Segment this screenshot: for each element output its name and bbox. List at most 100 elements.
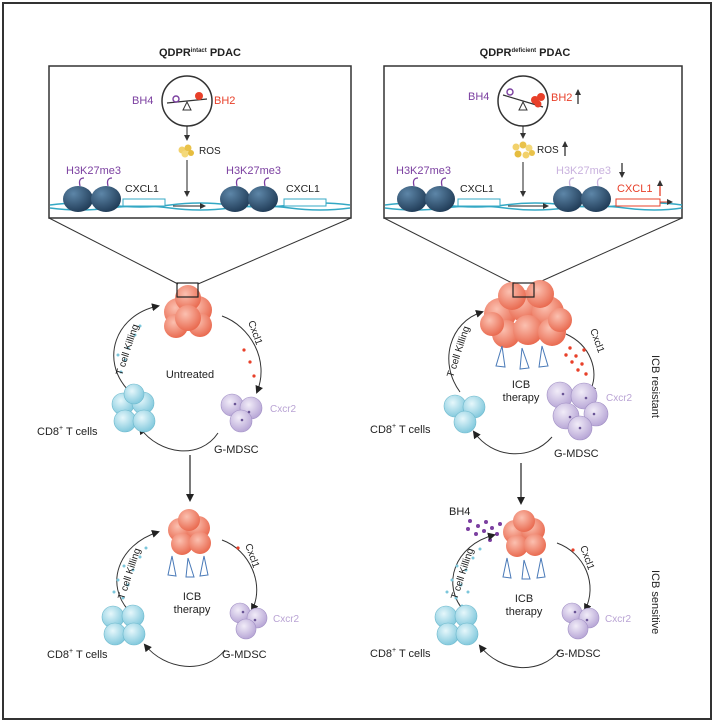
left-bottom-cxcl1-dot xyxy=(236,546,240,550)
right-bottom-side-label: ICB sensitive xyxy=(649,570,661,634)
right-nucleosome-1 xyxy=(397,186,427,212)
right-bottom-therapy-label: therapy xyxy=(506,606,543,618)
left-methyl-tail-1 xyxy=(78,177,85,187)
left-mark-label-1: H3K27me3 xyxy=(66,165,121,177)
right-top-antibodies xyxy=(495,345,549,370)
left-top-arrow-killing xyxy=(113,303,160,391)
left-nucleosome-2 xyxy=(91,186,121,212)
left-top-arrow-cxcl1 xyxy=(221,315,263,394)
right-top-mdsc-cells xyxy=(546,381,609,441)
right-top-icb-label: ICB xyxy=(512,379,530,391)
left-top-tumor xyxy=(164,285,212,338)
left-top-cxcr2-label: Cxcr2 xyxy=(270,404,297,415)
right-zoom-line-left xyxy=(383,217,515,285)
right-top-side-label: ICB resistant xyxy=(649,355,661,418)
left-bottom-cd8-label: CD8+ T cells xyxy=(47,648,108,661)
right-top-cd8-cells xyxy=(443,394,486,434)
left-bh4-label: BH4 xyxy=(132,95,153,107)
left-bottom-antibodies xyxy=(167,555,209,578)
left-nucleosome-1 xyxy=(63,186,93,212)
right-bottom-mdsc-label: G-MDSC xyxy=(556,648,601,660)
right-methyl-tail-3 xyxy=(568,177,575,187)
left-gene-box-1 xyxy=(122,198,166,207)
right-mark-label-1: H3K27me3 xyxy=(396,165,451,177)
right-gene-box-2 xyxy=(615,198,661,207)
left-zoom-focus-box xyxy=(176,282,199,298)
right-zoom-focus-box xyxy=(512,282,535,298)
left-methyl-tail-2 xyxy=(106,177,113,187)
right-methyl-tail-1 xyxy=(412,177,419,187)
right-top-mdsc-label: G-MDSC xyxy=(554,448,599,460)
right-bottom-arrow-killing xyxy=(452,532,496,613)
right-bh4-label: BH4 xyxy=(468,91,489,103)
left-balance-fulcrum xyxy=(182,100,192,111)
left-bottom-cd8-cells xyxy=(101,604,146,646)
left-nucleosome-3 xyxy=(220,186,250,212)
right-bottom-tumor xyxy=(503,510,546,557)
left-bottom-therapy-label: therapy xyxy=(174,604,211,616)
left-top-mdsc-cells xyxy=(220,393,263,433)
left-gene-label-2: CXCL1 xyxy=(286,183,320,195)
left-zoom-line-right xyxy=(197,217,352,285)
right-methyl-tail-2 xyxy=(440,177,447,187)
right-top-therapy-label: therapy xyxy=(503,392,540,404)
left-top-cd8-cells xyxy=(111,383,156,433)
left-bottom-killing-dots xyxy=(112,546,148,600)
right-nucleosome-4 xyxy=(581,186,611,212)
left-top-cxcl1-dots xyxy=(242,348,256,378)
right-bh2-label: BH2 xyxy=(551,92,572,104)
right-bh4-molecule xyxy=(506,88,514,96)
left-top-arrow-return xyxy=(138,426,219,452)
right-bottom-icb-label: ICB xyxy=(515,593,533,605)
left-methyl-tail-4 xyxy=(263,177,270,187)
right-balance-fulcrum xyxy=(518,100,528,111)
right-top-tumor xyxy=(480,280,572,348)
left-top-center-label: Untreated xyxy=(166,369,214,381)
left-nucleosome-4 xyxy=(248,186,278,212)
left-ros-label: ROS xyxy=(199,146,221,157)
left-bottom-tumor xyxy=(168,509,211,555)
left-bottom-mdsc-label: G-MDSC xyxy=(222,649,267,661)
right-methyl-tail-4 xyxy=(596,177,603,187)
right-ros-label: ROS xyxy=(537,145,559,156)
right-bottom-cd8-cells xyxy=(434,604,479,646)
left-top-mdsc-label: G-MDSC xyxy=(214,444,259,456)
right-bottom-antibodies xyxy=(502,557,546,580)
left-bottom-cxcr2-label: Cxcr2 xyxy=(273,614,300,625)
left-ros-cluster xyxy=(178,144,194,158)
right-gene-label-1: CXCL1 xyxy=(460,183,494,195)
right-zoom-line-right xyxy=(534,217,683,285)
right-panel-title: QDPRdeficient PDAC xyxy=(480,47,571,59)
left-bottom-arrow-cxcl1 xyxy=(221,539,259,612)
right-top-cxcr2-label: Cxcr2 xyxy=(606,393,633,404)
right-panel: QDPRdeficient PDAC BH4 BH2 ROS H3K27me3 xyxy=(370,47,683,669)
right-bottom-cycle: BH4 xyxy=(370,506,661,669)
right-bottom-killing-dots xyxy=(445,547,482,608)
right-top-cd8-label: CD8+ T cells xyxy=(370,423,431,436)
right-ros-cluster xyxy=(512,141,535,159)
left-mark-label-2: H3K27me3 xyxy=(226,165,281,177)
left-zoom-line-left xyxy=(48,217,179,285)
left-top-cd8-label: CD8+ T cells xyxy=(37,425,98,438)
right-top-arrow-killing xyxy=(448,309,484,393)
right-bottom-cxcr2-label: Cxcr2 xyxy=(605,614,632,625)
left-bh2-label: BH2 xyxy=(214,95,235,107)
right-bottom-bh4-label: BH4 xyxy=(449,506,470,518)
right-top-cxcl1-dots xyxy=(564,346,588,376)
left-gene-box-2 xyxy=(283,198,327,207)
right-bottom-mdsc-cells xyxy=(561,602,600,640)
left-panel: QDPRintact PDAC BH4 BH2 ROS H3K27me3 CXC… xyxy=(37,47,352,667)
left-gene-label-1: CXCL1 xyxy=(125,183,159,195)
left-bottom-icb-label: ICB xyxy=(183,591,201,603)
right-bottom-cd8-label: CD8+ T cells xyxy=(370,647,431,660)
left-bh2-molecule xyxy=(195,92,203,100)
right-mark-label-2: H3K27me3 xyxy=(556,165,611,177)
right-bh2-molecule xyxy=(531,93,545,108)
right-nucleosome-2 xyxy=(425,186,455,212)
right-nucleosome-3 xyxy=(553,186,583,212)
left-top-killing-dots xyxy=(116,324,142,374)
right-bottom-arrow-cxcl1 xyxy=(556,542,592,612)
right-bottom-cxcl1-dot xyxy=(571,548,575,552)
